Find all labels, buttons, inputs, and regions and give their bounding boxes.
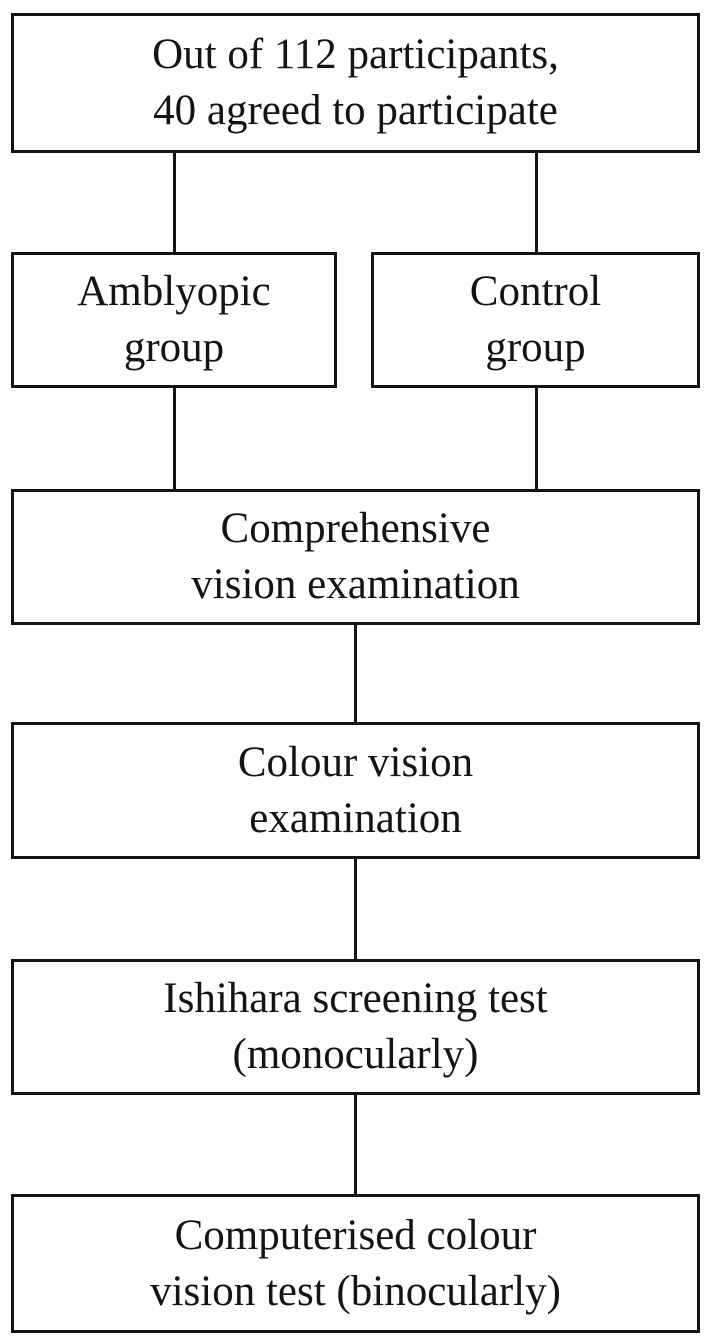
node-text-line: examination xyxy=(249,794,462,842)
node-amblyopic-group: Amblyopic group xyxy=(11,252,337,388)
node-comprehensive-vision-examination: Comprehensive vision examination xyxy=(11,489,700,625)
node-computerised-colour-vision-test: Computerised colour vision test (binocul… xyxy=(11,1194,700,1333)
node-text-line: Control xyxy=(469,268,602,316)
node-text-line: vision test (binocularly) xyxy=(150,1267,561,1315)
connector-comprehensive-to-colour-vision-examination xyxy=(354,624,357,723)
connector-participants-to-control-group xyxy=(535,152,538,253)
node-text-line: group xyxy=(123,324,225,371)
node-text-line: Colour vision xyxy=(237,738,474,786)
node-text-line: Computerised colour xyxy=(174,1211,537,1259)
node-text-line: Comprehensive xyxy=(220,505,491,553)
connector-control-group-to-comprehensive-vision-examination xyxy=(535,387,538,490)
node-control-group: Control group xyxy=(371,252,700,388)
connector-ishihara-to-computerised-colour-vision-test xyxy=(354,1094,357,1195)
node-text-line: Ishihara screening test xyxy=(163,975,548,1023)
connector-colour-vision-to-ishihara-screening-test xyxy=(354,858,357,960)
node-text-line: Out of 112 participants, xyxy=(152,31,559,79)
node-ishihara-screening-test: Ishihara screening test (monocularly) xyxy=(11,959,700,1095)
connector-participants-to-amblyopic-group xyxy=(173,152,176,253)
connector-amblyopic-group-to-comprehensive-vision-examination xyxy=(173,387,176,490)
node-text-line: Amblyopic xyxy=(77,268,271,316)
node-text-line: (monocularly) xyxy=(232,1031,479,1078)
node-colour-vision-examination: Colour vision examination xyxy=(11,722,700,859)
node-text-line: 40 agreed to participate xyxy=(153,87,558,134)
node-participants: Out of 112 participants, 40 agreed to pa… xyxy=(11,13,700,153)
node-text-line: group xyxy=(485,324,586,371)
node-text-line: vision examination xyxy=(191,561,520,608)
